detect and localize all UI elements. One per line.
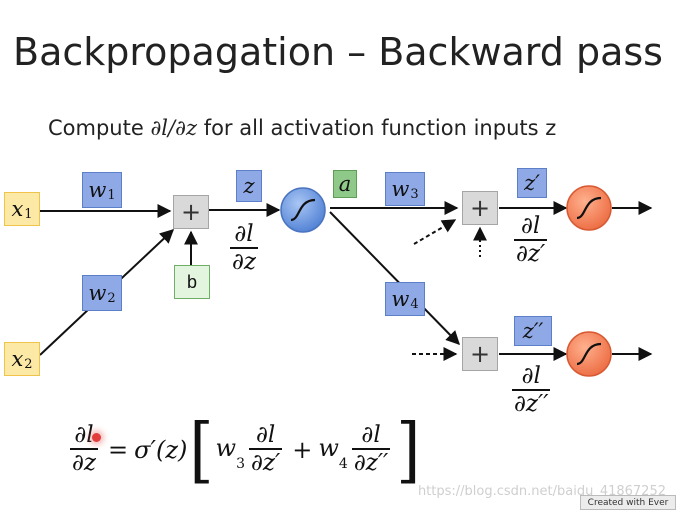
- formula-term1: ∂l ∂z′: [249, 421, 283, 476]
- formula-sigma-prime: σ′(z): [134, 436, 188, 464]
- subtitle-suffix: for all activation function inputs z: [197, 116, 557, 140]
- partial-dl-dz: ∂l ∂z: [230, 221, 259, 275]
- formula-left-bracket: [: [189, 407, 214, 492]
- neuron-blue: [280, 187, 326, 233]
- adder-hidden: +: [173, 195, 209, 229]
- formula-w4: w4: [318, 434, 348, 472]
- partial-dl-dz-double-prime: ∂l ∂z′′: [512, 363, 551, 417]
- created-with-badge: Created with Ever: [580, 495, 676, 510]
- subtitle-math: ∂l/∂z: [150, 116, 198, 140]
- edge-dashed-upper-diagonal: [413, 219, 457, 245]
- adder-upper: +: [462, 191, 498, 225]
- chain-rule-formula: ∂l ∂z = σ′(z) [ w3 ∂l ∂z′ + w4 ∂l ∂z′′ ]: [66, 410, 422, 490]
- label-z-prime: z′: [517, 168, 547, 198]
- formula-lhs: ∂l ∂z: [70, 421, 99, 476]
- slide-title: Backpropagation – Backward pass: [13, 30, 663, 74]
- label-z-double-prime: z′′: [514, 316, 552, 346]
- formula-equals: =: [108, 436, 129, 464]
- bias-b: b: [174, 265, 210, 299]
- partial-dl-dz-prime: ∂l ∂z′: [514, 213, 548, 267]
- neuron-orange-lower: [566, 331, 612, 377]
- formula-plus: +: [292, 436, 313, 464]
- label-z: z: [236, 170, 262, 202]
- formula-right-bracket: ]: [396, 407, 421, 492]
- neuron-orange-upper: [566, 185, 612, 231]
- adder-lower: +: [462, 337, 498, 371]
- edge-neuron-to-adder-lower: [329, 211, 460, 346]
- formula-w3: w3: [215, 434, 245, 472]
- subtitle-prefix: Compute: [48, 116, 151, 140]
- laser-pointer-dot: [92, 433, 101, 442]
- formula-term2: ∂l ∂z′′: [351, 421, 391, 476]
- slide-subtitle: Compute ∂l/∂z for all activation functio…: [48, 116, 556, 140]
- label-a: a: [333, 170, 357, 198]
